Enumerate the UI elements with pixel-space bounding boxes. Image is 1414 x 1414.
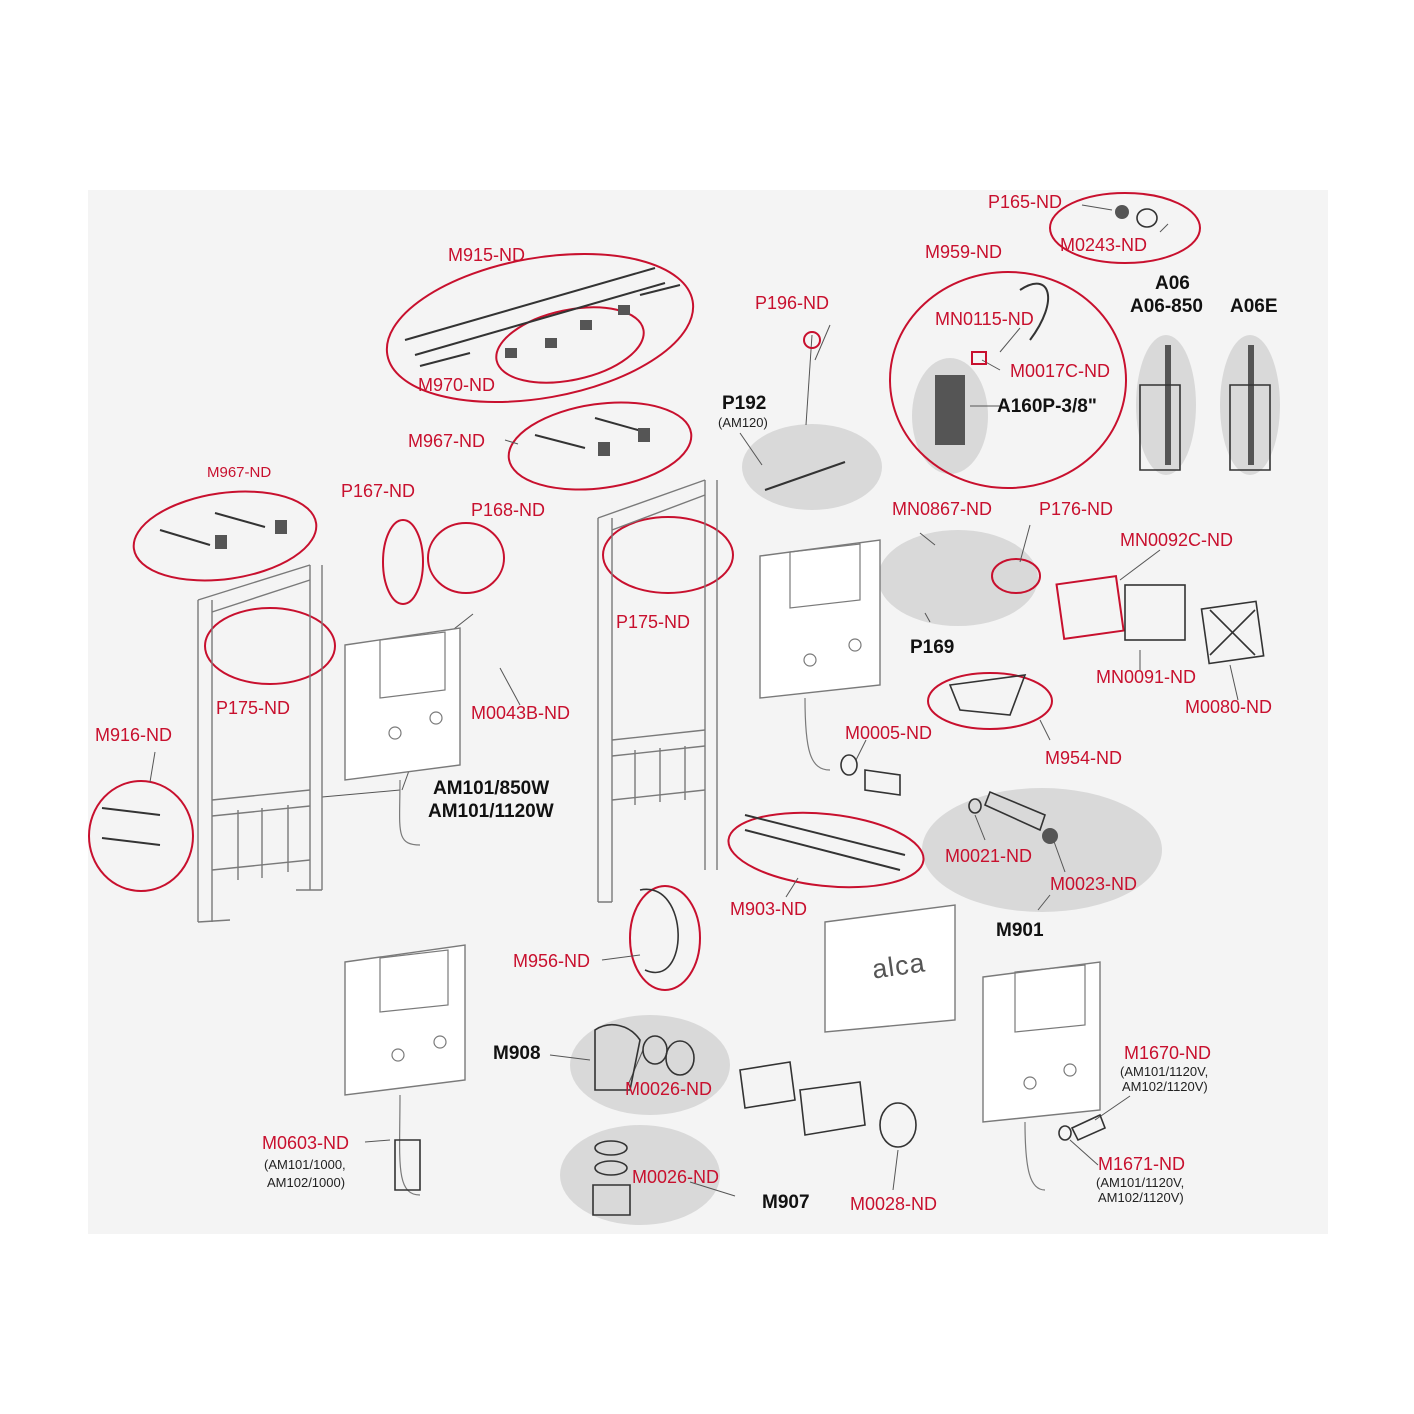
label-am101-850w: AM101/850W (433, 778, 550, 799)
callout-m915 (385, 252, 695, 404)
callout-m959 (889, 271, 1127, 489)
callout-p165 (1049, 192, 1201, 264)
cistern-am101-1000 (344, 944, 466, 1096)
callout-p176 (991, 558, 1041, 594)
label-m959: M959-ND (925, 242, 1003, 262)
label-m1671-sub2: AM102/1120V) (1098, 1190, 1184, 1205)
label-am101-1120w: AM101/1120W (428, 801, 554, 822)
label-m0023: M0023-ND (1050, 874, 1138, 894)
label-mn0115: MN0115-ND (935, 309, 1034, 329)
callout-m916 (88, 780, 194, 892)
label-p169: P169 (910, 637, 955, 658)
callout-p168 (427, 522, 505, 594)
cistern-am101-1120v (982, 961, 1101, 1123)
label-m0603-sub2: AM102/1000) (267, 1175, 346, 1190)
label-m1671: M1671-ND (1098, 1154, 1186, 1174)
shade-m907 (560, 1125, 720, 1225)
label-m967-left: M967-ND (207, 464, 272, 481)
callout-m956 (629, 885, 701, 991)
label-p192-sub: (AM120) (718, 415, 768, 430)
label-m970: M970-ND (418, 375, 496, 395)
label-p167: P167-ND (341, 481, 416, 501)
callout-m970 (495, 306, 645, 384)
label-m967-top: M967-ND (408, 431, 486, 451)
label-m0021: M0021-ND (945, 846, 1033, 866)
label-m954: M954-ND (1045, 748, 1123, 768)
shade-p169 (878, 530, 1038, 626)
cistern-am101 (344, 627, 461, 781)
label-m0017c: M0017C-ND (1010, 361, 1111, 381)
label-m901: M901 (996, 920, 1044, 941)
label-m0026-a: M0026-ND (625, 1079, 713, 1099)
frame-middle (597, 479, 718, 903)
label-p168: P168-ND (471, 500, 546, 520)
label-p165: P165-ND (988, 192, 1063, 212)
shade-m901 (922, 788, 1162, 912)
label-p175-mid: P175-ND (616, 612, 691, 632)
frame-left (197, 564, 323, 923)
label-a06e: A06E (1230, 296, 1278, 317)
cistern-top (759, 539, 881, 699)
label-mn0092c: MN0092C-ND (1120, 530, 1234, 550)
callout-m967-left (132, 490, 318, 582)
label-m0026-b: M0026-ND (632, 1167, 720, 1187)
callout-m954 (927, 672, 1053, 730)
label-m1671-sub1: (AM101/1120V, (1096, 1175, 1185, 1190)
callout-p167 (382, 519, 424, 605)
label-p176: P176-ND (1039, 499, 1114, 519)
callout-p175-mid (602, 516, 734, 594)
label-m1670-sub2: AM102/1120V) (1122, 1079, 1208, 1094)
label-m0043b: M0043B-ND (471, 703, 571, 723)
shade-m908 (570, 1015, 730, 1115)
label-mn0867: MN0867-ND (892, 499, 993, 519)
label-m956: M956-ND (513, 951, 591, 971)
label-m0080: M0080-ND (1185, 697, 1273, 717)
label-a06-850: A06-850 (1130, 296, 1203, 317)
label-m915: M915-ND (448, 245, 526, 265)
label-a160p: A160P-3/8" (997, 396, 1097, 417)
label-mn0091: MN0091-ND (1096, 667, 1197, 687)
label-m0005: M0005-ND (845, 723, 933, 743)
label-m1670-sub1: (AM101/1120V, (1120, 1064, 1209, 1079)
label-m0243: M0243-ND (1060, 235, 1148, 255)
label-m903: M903-ND (730, 899, 808, 919)
label-m0028: M0028-ND (850, 1194, 938, 1214)
label-m916: M916-ND (95, 725, 173, 745)
callout-m967-top (507, 401, 693, 491)
label-m0603-sub1: (AM101/1000, (264, 1157, 346, 1172)
callout-p175-left (204, 607, 336, 685)
label-a06: A06 (1155, 273, 1190, 294)
shade-p192 (742, 424, 882, 510)
label-m907: M907 (762, 1192, 810, 1213)
label-p175-left: P175-ND (216, 698, 291, 718)
cover-box (824, 904, 956, 1033)
label-m1670: M1670-ND (1124, 1043, 1212, 1063)
label-p192: P192 (722, 393, 767, 414)
callout-m903 (727, 811, 925, 889)
label-p196: P196-ND (755, 293, 830, 313)
label-m908: M908 (493, 1043, 541, 1064)
label-m0603: M0603-ND (262, 1133, 350, 1153)
